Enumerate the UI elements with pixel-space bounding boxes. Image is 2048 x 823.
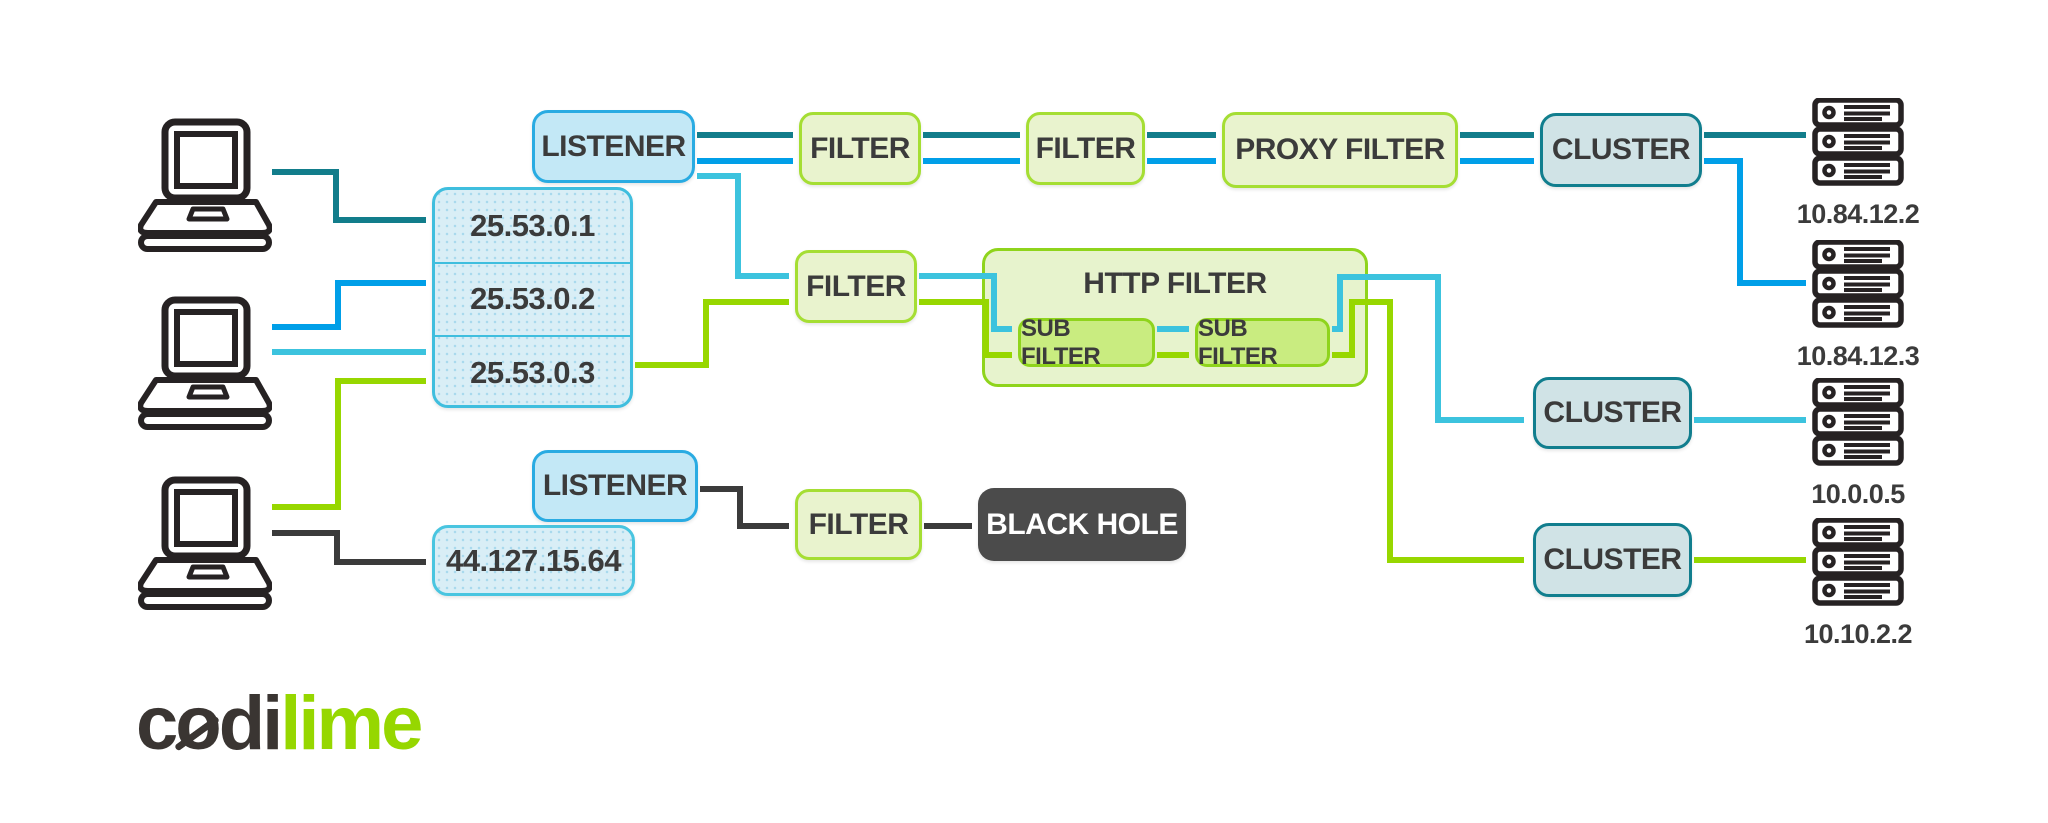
line-httpfilter-to-cluster-bottom <box>1352 299 1524 563</box>
cluster-box: CLUSTER <box>1533 377 1692 449</box>
server-ip-label: 10.84.12.2 <box>1796 199 1920 229</box>
logo-text-lime: lime <box>280 681 423 766</box>
ip-address-box: 44.127.15.64 <box>432 525 635 596</box>
filter-box: FILTER <box>1026 112 1145 185</box>
cluster-box: CLUSTER <box>1533 523 1692 597</box>
codilime-logo: codilime <box>136 680 423 767</box>
filter-box: FILTER <box>795 489 922 560</box>
cluster-box: CLUSTER <box>1540 113 1702 187</box>
server-ip-label: 10.10.2.2 <box>1803 619 1913 649</box>
black-hole-box: BLACK HOLE <box>978 488 1186 561</box>
logo-lime-o: o <box>175 681 221 766</box>
arrow-listener-to-filter-mid-cyan <box>697 173 789 279</box>
server-icon: 10.10.2.2 <box>1804 517 1933 650</box>
http-filter-label: HTTP FILTER <box>1083 267 1267 300</box>
ip-address-stack: 25.53.0.1 25.53.0.2 25.53.0.3 <box>432 187 633 408</box>
ip-row: 25.53.0.3 <box>435 335 630 405</box>
listener-bottom-box: LISTENER <box>532 450 698 522</box>
proxy-filter-box: PROXY FILTER <box>1222 112 1458 188</box>
server-ip-label: 10.84.12.3 <box>1796 341 1920 371</box>
server-ip-label: 10.0.0.5 <box>1811 479 1905 509</box>
arrow-client3-to-ip3 <box>272 378 426 510</box>
server-icon: 10.0.0.5 <box>1811 377 1933 510</box>
arrow-listener-to-filter-bottom <box>700 486 789 529</box>
arrow-ip3-to-filter-mid-green <box>635 299 789 368</box>
server-icon: 10.84.12.3 <box>1797 239 1933 372</box>
sub-filter-box: SUB FILTER <box>1018 315 1155 370</box>
laptop-icon <box>137 476 273 615</box>
sub-filter-box: SUB FILTER <box>1195 315 1330 370</box>
arrow-client3-to-ip4 <box>272 530 426 565</box>
filter-box: FILTER <box>799 112 921 185</box>
laptop-icon <box>137 118 273 257</box>
arrow-client1-to-ip1 <box>272 169 426 223</box>
arrow-client2-to-ip2 <box>272 280 426 330</box>
ip-row: 25.53.0.1 <box>470 207 595 243</box>
filter-box: FILTER <box>795 250 917 323</box>
listener-top-box: LISTENER <box>532 110 695 183</box>
logo-text-di: di <box>218 681 284 766</box>
logo-text-c: c <box>136 681 178 766</box>
ip-row: 25.53.0.2 <box>435 261 630 336</box>
line-httpfilter-to-cluster-mid <box>1352 274 1524 423</box>
server-icon: 10.84.12.2 <box>1797 97 1933 230</box>
laptop-icon <box>137 296 273 435</box>
